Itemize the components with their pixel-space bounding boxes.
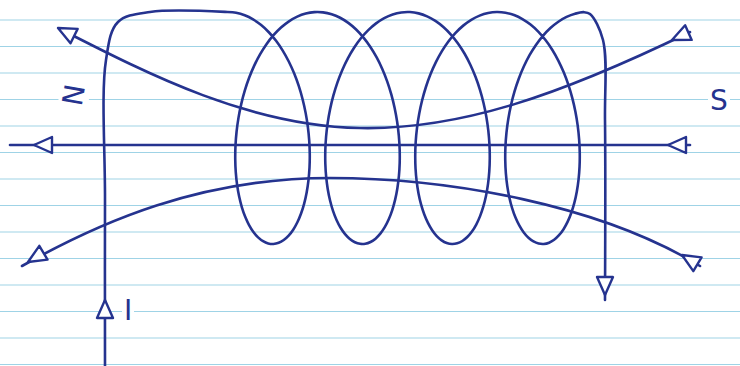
- coil-wire: [104, 10, 606, 366]
- paper-line: [0, 19, 740, 20]
- paper-line: [0, 364, 740, 365]
- paper-line: [0, 205, 740, 206]
- pole-label: N: [58, 80, 92, 110]
- paper-line: [0, 72, 740, 73]
- field-arrow: [668, 137, 686, 153]
- field-arrow: [54, 21, 77, 43]
- field-arrow: [34, 137, 52, 153]
- paper-line: [0, 258, 740, 259]
- paper-line: [0, 284, 740, 285]
- current-arrow: [97, 300, 113, 318]
- field-line: [22, 178, 700, 266]
- field-arrow: [678, 248, 702, 271]
- paper-line: [0, 125, 740, 126]
- field-line: [10, 144, 690, 147]
- paper-lines: [0, 20, 740, 365]
- field-line: [62, 30, 690, 128]
- paper-line: [0, 99, 740, 100]
- current-arrow: [597, 277, 613, 295]
- current-label: I: [122, 296, 134, 326]
- paper-line: [0, 337, 740, 338]
- pole-label: S: [708, 86, 730, 116]
- field-arrow: [669, 25, 692, 47]
- paper-line: [0, 152, 740, 153]
- field-arrow: [24, 246, 48, 269]
